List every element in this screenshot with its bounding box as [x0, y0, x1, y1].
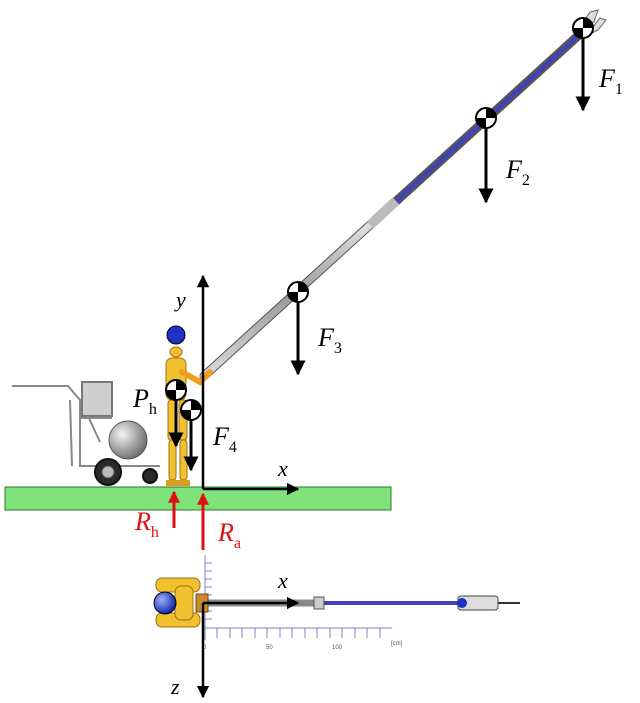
- cg-marker-f2: [475, 107, 497, 129]
- cg-marker-f4: [180, 399, 202, 421]
- cm-ruler: [204, 555, 392, 640]
- label-ra: Ra: [217, 518, 241, 552]
- label-f3: F3: [317, 323, 342, 357]
- cart-illustration: [12, 381, 160, 486]
- cg-marker-f1: [572, 17, 594, 39]
- cg-marker-ph: [165, 379, 187, 401]
- top-axes: [196, 596, 300, 699]
- ruler-tick-50: 50: [266, 645, 273, 651]
- x-axis-label: x: [277, 456, 288, 481]
- reaction-arrows: [168, 490, 209, 550]
- label-f1: F1: [598, 64, 623, 98]
- label-f2: F2: [505, 155, 530, 189]
- cg-markers: [165, 17, 594, 421]
- ruler-tick-0: 0: [203, 645, 207, 651]
- mannequin-top: [153, 577, 209, 628]
- label-f4: F4: [212, 422, 237, 456]
- cg-marker-f3: [287, 281, 309, 303]
- force-arrows: [168, 28, 591, 472]
- z-axis-label: z: [170, 674, 180, 699]
- telescopic-pole: [199, 29, 585, 381]
- label-ph: Ph: [132, 384, 157, 418]
- label-rh: Rh: [134, 507, 159, 541]
- x-axis-top-label: x: [277, 568, 288, 593]
- side-axes: [196, 274, 300, 496]
- ruler-unit: [cm]: [391, 641, 403, 647]
- ruler-tick-100: 100: [332, 645, 343, 651]
- y-axis-label: y: [174, 287, 186, 312]
- ground-platform: [4, 486, 392, 511]
